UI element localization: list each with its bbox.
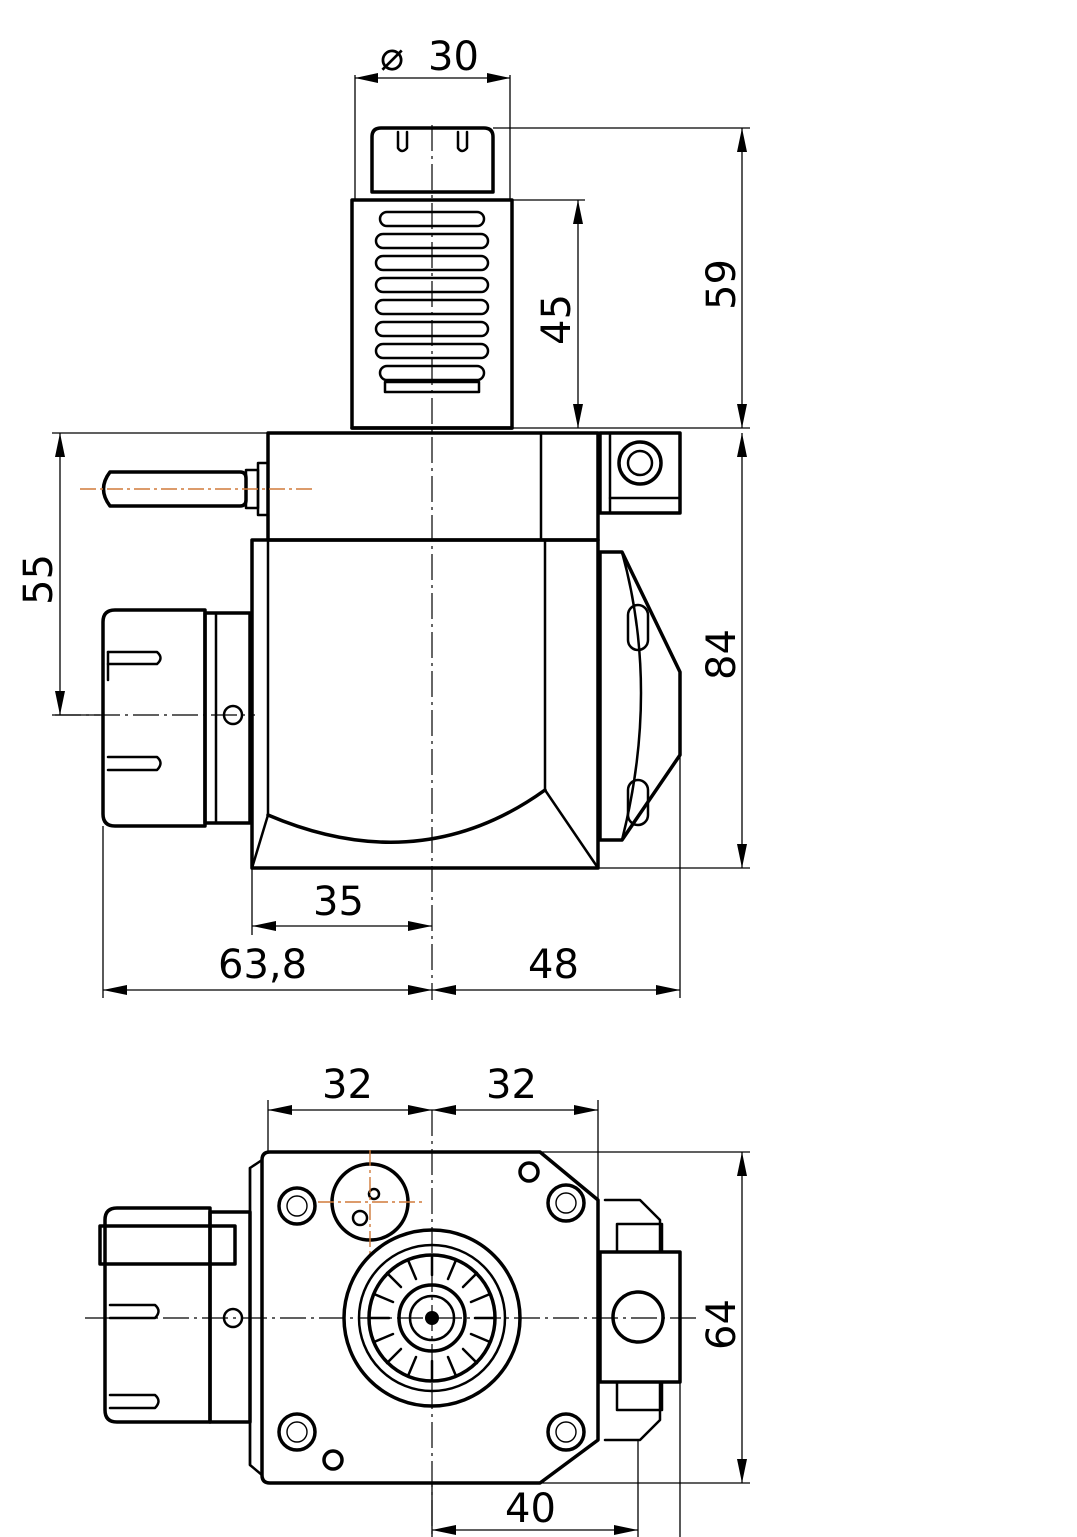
side-view: ⌀ 30 59 45 55 <box>16 34 750 1000</box>
screw-block <box>598 431 682 515</box>
dim-label-84: 84 <box>699 629 745 680</box>
dim-width-40: 40 <box>431 1382 681 1537</box>
bellows-ribs <box>374 210 490 382</box>
dim-label-35: 35 <box>313 879 364 925</box>
dim-label-48: 48 <box>528 942 579 988</box>
shank-bellows <box>350 198 514 430</box>
dim-height-59: 59 <box>493 127 750 429</box>
dim-label-63-8: 63,8 <box>218 942 307 988</box>
left-collet <box>55 608 255 828</box>
spindle-face <box>342 1228 522 1408</box>
dim-diameter-30: ⌀ 30 <box>354 34 511 200</box>
corner-bolts <box>277 1161 586 1471</box>
dim-32-32: 32 32 <box>267 1062 599 1200</box>
right-block-plan <box>598 1198 682 1442</box>
right-cover <box>598 550 682 842</box>
dim-label-55: 55 <box>16 554 62 605</box>
dim-label-59: 59 <box>699 259 745 310</box>
dim-label-diameter-symbol: ⌀ <box>380 34 404 80</box>
side-bolt <box>80 461 315 517</box>
dim-label-45: 45 <box>534 294 580 345</box>
dim-label-40: 40 <box>505 1486 556 1532</box>
dim-width-35: 35 <box>251 868 432 935</box>
dim-width-63-48: 63,8 48 <box>102 755 681 998</box>
spindle-slots <box>367 1253 497 1383</box>
dim-label-32-left: 32 <box>322 1062 373 1108</box>
dim-height-55: 55 <box>16 432 268 716</box>
left-collet-plan <box>98 1206 252 1424</box>
collet-nut-top <box>370 126 495 194</box>
coolant-port <box>318 1150 422 1255</box>
lower-body <box>250 538 600 870</box>
dim-height-45: 45 <box>512 199 585 428</box>
dim-label-30: 30 <box>428 34 479 80</box>
dim-label-64: 64 <box>699 1299 745 1350</box>
dim-height-84: 84 <box>598 433 750 869</box>
upper-housing <box>266 431 600 542</box>
top-view: 32 32 64 40 <box>85 1062 750 1537</box>
dim-label-32-right: 32 <box>486 1062 537 1108</box>
dim-height-64: 64 <box>540 1151 750 1484</box>
